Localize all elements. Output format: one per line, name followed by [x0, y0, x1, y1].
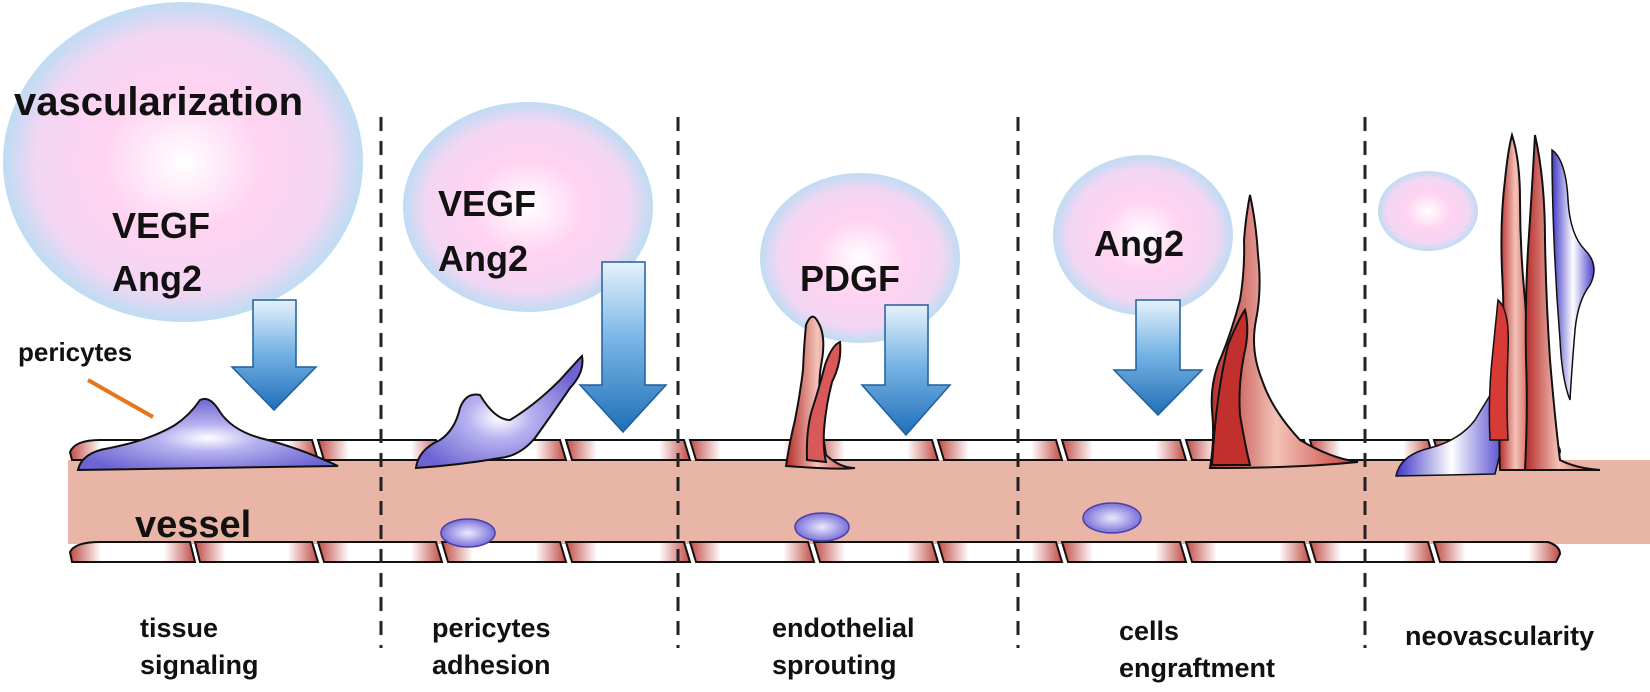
- bubble-4-line-1: Ang2: [1094, 223, 1184, 264]
- bubble-1-line-1: VEGF: [112, 205, 210, 246]
- bubble-2-line-2: Ang2: [438, 238, 528, 279]
- stage-4-label-line-1: cells: [1119, 616, 1179, 646]
- circulating-cell-3: [1082, 502, 1142, 534]
- signal-bubble-4: [1053, 155, 1233, 315]
- signal-arrow-2: [578, 261, 668, 434]
- endothelial-sprout-stage-4: [1208, 194, 1359, 470]
- stage-separators: [379, 117, 1367, 648]
- vessel-lumen: [68, 460, 1650, 544]
- stage-5-label-line-1: neovascularity: [1405, 621, 1594, 651]
- pericyte-stage-1: [76, 397, 339, 472]
- signal-arrow-4: [1112, 299, 1204, 417]
- signal-bubble-3: [760, 173, 960, 343]
- endothelial-sprout-stage-4b: [1210, 307, 1252, 466]
- stage-3-label-line-2: sprouting: [772, 650, 896, 680]
- signal-bubble-1: [3, 2, 363, 322]
- circulating-cell-2: [794, 512, 850, 542]
- diagram-title: vascularization: [14, 80, 303, 124]
- signal-arrow-3: [860, 304, 952, 437]
- stage-1-label-line-1: tissue: [140, 613, 218, 643]
- bubble-2-line-1: VEGF: [438, 183, 536, 224]
- stage-4-label-line-2: engraftment: [1119, 653, 1275, 683]
- bubble-1-line-2: Ang2: [112, 258, 202, 299]
- stage-2-label-line-2: adhesion: [432, 650, 551, 680]
- pericytes-pointer-line: [87, 378, 154, 419]
- endothelial-sprout-stage-3: [784, 315, 856, 470]
- neovessel-red-left: [1488, 298, 1510, 441]
- pericytes-label: pericytes: [18, 337, 132, 367]
- signal-bubble-2: [403, 102, 653, 312]
- signal-arrow-1: [230, 299, 318, 412]
- stage-3-label-line-1: endothelial: [772, 613, 915, 643]
- circulating-cell-1: [440, 518, 496, 548]
- neovessel-red-trunk-2: [1523, 134, 1601, 471]
- neovessel-blue-right: [1551, 148, 1595, 401]
- vessel-label: vessel: [135, 504, 251, 546]
- stage-2-label-line-1: pericytes: [432, 613, 551, 643]
- pericyte-stage-2: [414, 353, 584, 470]
- signal-bubble-5: [1378, 171, 1478, 251]
- stage-1-label-line-2: signaling: [140, 650, 259, 680]
- bubble-3-line-1: PDGF: [800, 258, 900, 299]
- endothelial-sprout-stage-3b: [805, 340, 842, 464]
- vessel-wall-bottom: [68, 541, 1562, 563]
